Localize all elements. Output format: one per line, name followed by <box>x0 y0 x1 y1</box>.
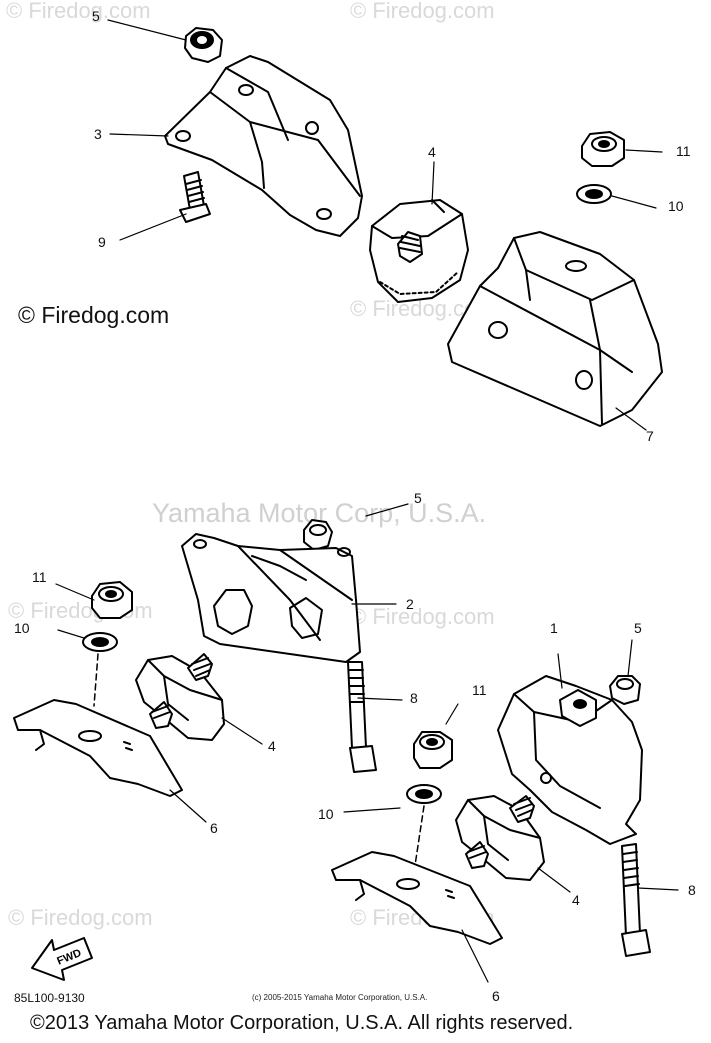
bolt-8-right <box>621 843 651 957</box>
callout-5: 5 <box>634 620 642 636</box>
washer-10-top <box>576 184 612 204</box>
copyright-yamaha: ©2013 Yamaha Motor Corporation, U.S.A. A… <box>30 1012 574 1034</box>
callout-1: 1 <box>550 620 558 636</box>
copyright-firedog: © Firedog.com <box>18 302 170 328</box>
nut-11-left <box>91 581 133 619</box>
fwd-arrow-icon: FWD <box>31 937 93 981</box>
mount-4-left <box>135 653 225 741</box>
callout-8: 8 <box>688 882 696 898</box>
callout-8: 8 <box>410 690 418 706</box>
callout-7: 7 <box>646 428 654 444</box>
callout-11: 11 <box>32 569 47 585</box>
plate-6-right <box>331 851 503 945</box>
watermark: © Firedog.com <box>350 0 495 23</box>
callout-11: 11 <box>676 143 691 159</box>
callout-9: 9 <box>98 234 106 250</box>
nut-11-middle <box>413 731 453 769</box>
nut-11-top <box>581 131 625 167</box>
nut-5-right <box>609 675 641 705</box>
callout-10: 10 <box>318 806 334 822</box>
bracket-3 <box>164 55 363 237</box>
callout-6: 6 <box>210 820 218 836</box>
callout-10: 10 <box>668 198 684 214</box>
watermark: © Firedog.com <box>350 604 495 629</box>
bolt-8-middle <box>347 661 377 773</box>
bracket-2 <box>181 533 361 663</box>
plate-6-left <box>13 699 183 797</box>
mount-4-top <box>369 199 469 303</box>
bracket-7 <box>447 231 663 427</box>
leader-lines <box>55 19 679 983</box>
nut-5-middle <box>303 519 333 551</box>
copyright-tiny: (c) 2005-2015 Yamaha Motor Corporation, … <box>252 993 428 1002</box>
washer-10-middle <box>406 784 442 873</box>
callout-11: 11 <box>472 682 487 698</box>
callout-5: 5 <box>92 8 100 24</box>
callout-4: 4 <box>268 738 276 754</box>
bolt-9 <box>179 171 211 223</box>
part-number: 85L100-9130 <box>14 991 85 1005</box>
callout-5: 5 <box>414 490 422 506</box>
callout-6: 6 <box>492 988 500 1004</box>
callout-3: 3 <box>94 126 102 142</box>
mount-4-right <box>455 795 545 881</box>
callout-2: 2 <box>406 596 414 612</box>
callout-10: 10 <box>14 620 30 636</box>
washer-10-left <box>82 632 118 707</box>
callout-4: 4 <box>428 144 436 160</box>
nut-5-top <box>184 27 223 63</box>
callout-4: 4 <box>572 892 580 908</box>
watermark: © Firedog.com <box>8 905 153 930</box>
watermark: © Firedog.com <box>6 0 151 23</box>
